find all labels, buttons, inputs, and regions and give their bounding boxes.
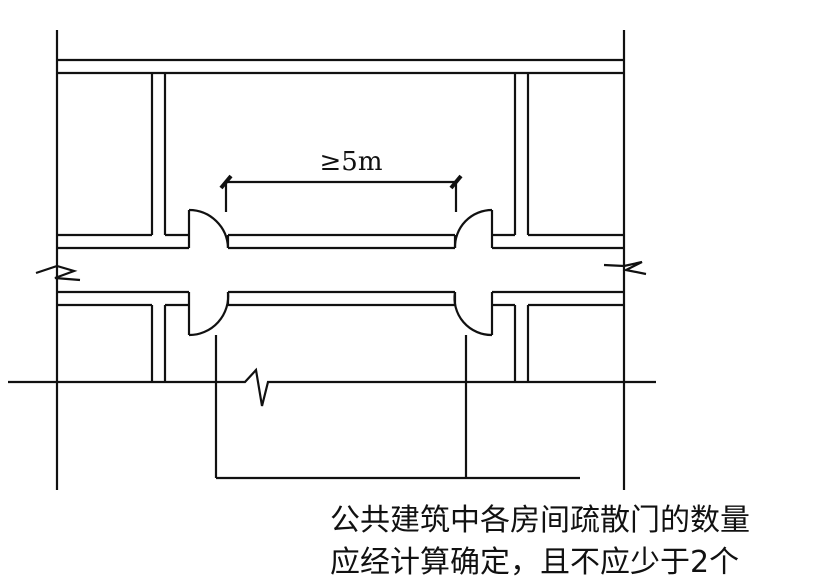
section-line-break [8,367,656,407]
door-arc-lower-right [453,291,493,337]
dimension-tick-left [219,174,233,190]
caption-line-2: 应经计算确定，且不应少于2个 [330,545,740,580]
door-arc-upper-right [453,208,493,249]
door-arc-upper-left [188,208,230,249]
caption: 公共建筑中各房间疏散门的数量 应经计算确定，且不应少于2个 [330,500,810,584]
door-arc-lower-left [188,291,230,337]
caption-line-1: 公共建筑中各房间疏散门的数量 [330,503,750,538]
break-mark-right [603,260,647,276]
dimension-label: ≥5m [319,147,383,177]
break-mark-left [35,264,81,282]
dimension-tick-right [449,174,463,190]
